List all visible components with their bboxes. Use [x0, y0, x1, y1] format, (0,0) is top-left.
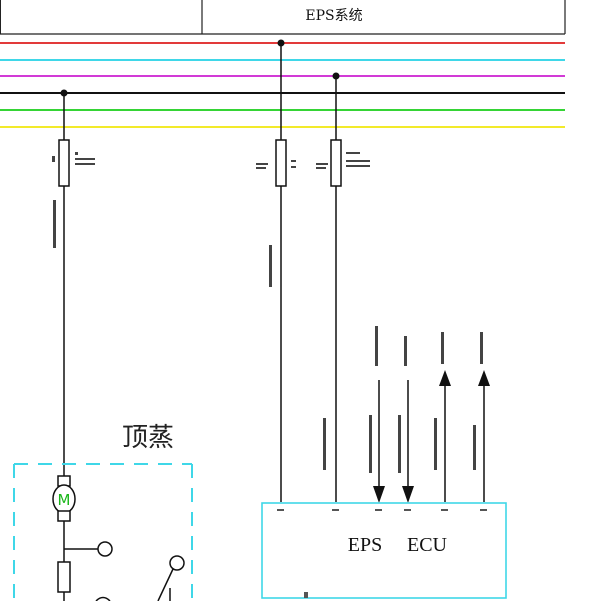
signal-arrow-in-2: [402, 380, 414, 503]
module-label: 顶蒸: [122, 423, 174, 453]
ecu-label-eps: EPS: [348, 534, 382, 556]
wire-left-spec-marks: [53, 200, 56, 248]
motor-label: M: [58, 491, 71, 509]
wire-middle-spec-marks: [269, 245, 272, 287]
module-dashed-box: [13, 463, 193, 601]
ecu-label-ecu: ECU: [407, 534, 448, 556]
header-label: EPS系统: [305, 8, 362, 24]
signal-label-marks: [369, 326, 483, 473]
wire-right: [330, 76, 342, 502]
header-frame: [0, 0, 566, 35]
fuse-right-label-marks: [316, 152, 370, 169]
signal-arrow-out-1: [439, 370, 451, 502]
wire-middle: [275, 43, 287, 502]
motor-symbol: [52, 475, 76, 522]
signal-arrow-in-1: [373, 380, 385, 503]
fuse-middle-label-marks: [256, 160, 296, 169]
wire-motor-feed: [58, 93, 70, 486]
ecu-box: [261, 502, 507, 599]
ecu-pin-marks: [277, 509, 487, 598]
motor-circuit: [57, 521, 185, 601]
wire-right-spec-marks: [323, 418, 326, 470]
fuse-left-label-marks: [52, 152, 95, 165]
signal-arrow-out-2: [478, 370, 490, 502]
